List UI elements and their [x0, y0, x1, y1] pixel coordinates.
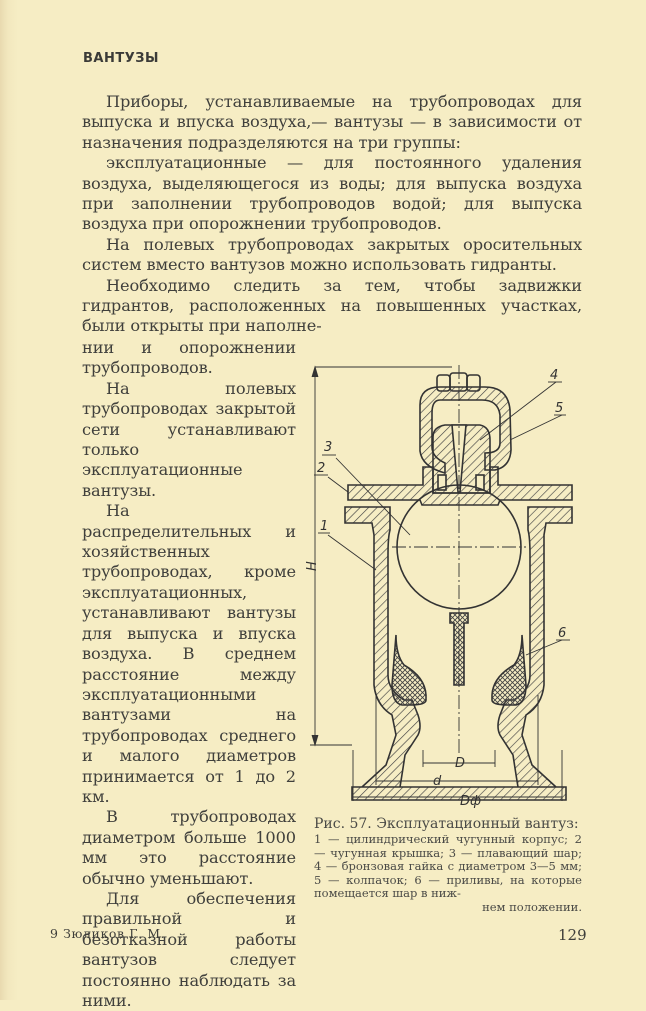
running-header: ВАНТУЗЫ	[83, 51, 159, 66]
page-number: 129	[558, 926, 587, 944]
dimension-h: H	[305, 561, 320, 571]
callout-4: 4	[550, 368, 558, 383]
signature-mark: 9 Зюликов Г. М.	[50, 926, 166, 941]
paragraph: эксплуатационные — для постоянного удале…	[82, 153, 582, 234]
paragraph: На полевых трубопроводах закрытой сети у…	[82, 378, 296, 500]
paragraph: Необходимо следить за тем, чтобы задвижк…	[82, 275, 582, 336]
figure-caption: Рис. 57. Эксплуатационный вантуз: 1 — ци…	[314, 816, 582, 915]
callout-1: 1	[320, 519, 328, 534]
callout-3: 3	[324, 440, 332, 455]
paragraph: Для обеспечения правильной и безотказной…	[82, 888, 296, 1010]
paragraph: Приборы, устанавливаемые на трубопровода…	[82, 92, 582, 152]
caption-title: Рис. 57. Эксплуатационный вантуз:	[314, 816, 579, 832]
dimension-d-flange: Dф	[460, 794, 481, 809]
body-text-full-width: Приборы, устанавливаемые на трубопровода…	[82, 92, 582, 337]
callout-5: 5	[555, 401, 563, 416]
dimension-d-inner: D	[455, 756, 465, 771]
body-text-column: нии и опорожнении трубопроводов. На поле…	[82, 338, 296, 1011]
paragraph: нии и опорожнении трубопроводов.	[82, 338, 296, 378]
paragraph: На полевых трубопроводах закрытых оросит…	[82, 234, 582, 275]
dimension-d-body: d	[433, 774, 442, 789]
paragraph: На распределительных и хозяйственных тру…	[82, 501, 296, 806]
paragraph: В трубопроводах диаметром больше 1000 мм…	[82, 807, 296, 888]
caption-last-line: нем положении.	[482, 899, 582, 914]
callout-2: 2	[317, 461, 325, 476]
callout-6: 6	[558, 626, 566, 641]
caption-body: 1 — цилиндрический чугунный корпус; 2 — …	[314, 832, 582, 901]
air-valve-drawing: 3 2 1 4 5 6 H D d Dф	[300, 355, 590, 815]
